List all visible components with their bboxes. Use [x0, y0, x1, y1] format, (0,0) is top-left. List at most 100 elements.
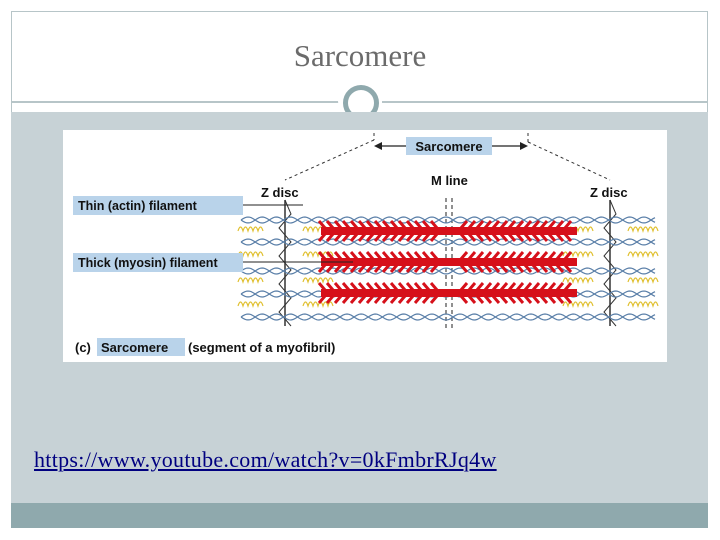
myosin-head — [515, 233, 525, 242]
myosin-head — [325, 251, 335, 260]
thin-filament-label-box — [73, 196, 243, 215]
myosin-core — [321, 227, 577, 235]
myosin-head — [475, 282, 485, 291]
myosin-head — [483, 264, 493, 273]
myosin-head — [563, 264, 573, 273]
myosin-head — [357, 233, 367, 242]
myosin-head — [373, 220, 383, 229]
myosin-head — [389, 264, 399, 273]
thick-filament-label: Thick (myosin) filament — [78, 256, 218, 270]
caption-text: (segment of a myofibril) — [188, 340, 335, 355]
myosin-head — [325, 264, 335, 273]
actin-filament — [240, 216, 656, 224]
myosin-head — [317, 220, 327, 229]
myosin-head — [317, 251, 327, 260]
myosin-head — [421, 295, 431, 304]
myosin-head — [333, 220, 343, 229]
myosin-head — [531, 220, 541, 229]
myosin-head — [317, 233, 327, 242]
titin-spring — [302, 301, 334, 309]
myosin-head — [523, 233, 533, 242]
myosin-head — [499, 282, 509, 291]
myosin-head — [563, 220, 573, 229]
myosin-head — [333, 251, 343, 260]
myosin-head — [381, 282, 391, 291]
myosin-head — [365, 233, 375, 242]
myosin-head — [429, 220, 439, 229]
myosin-head — [333, 295, 343, 304]
myosin-head — [507, 251, 517, 260]
myosin-core — [321, 258, 577, 266]
myosin-head — [413, 251, 423, 260]
myosin-head — [333, 264, 343, 273]
myosin-head — [389, 251, 399, 260]
titin-spring — [627, 277, 659, 285]
thick-filament-label-box — [73, 253, 243, 272]
myosin-head — [491, 295, 501, 304]
myosin-head — [421, 220, 431, 229]
myosin-head — [317, 295, 327, 304]
myosin-head — [373, 251, 383, 260]
myosin-head — [397, 251, 407, 260]
myosin-head — [555, 282, 565, 291]
myosin-head — [389, 220, 399, 229]
myosin-head — [397, 233, 407, 242]
myosin-head — [397, 220, 407, 229]
myosin-head — [325, 220, 335, 229]
myosin-head — [555, 220, 565, 229]
z-disc-right-label: Z disc — [590, 185, 628, 200]
myosin-head — [357, 251, 367, 260]
myosin-head — [373, 295, 383, 304]
myosin-head — [365, 295, 375, 304]
myosin-head — [405, 282, 415, 291]
myosin-head — [381, 220, 391, 229]
titin-spring — [627, 226, 659, 234]
myosin-head — [397, 295, 407, 304]
myosin-head — [459, 220, 469, 229]
myosin-head — [397, 264, 407, 273]
myosin-head — [413, 282, 423, 291]
caption-letter: (c) — [75, 340, 91, 355]
myosin-head — [349, 264, 359, 273]
myosin-head — [429, 264, 439, 273]
myosin-head — [483, 233, 493, 242]
myosin-head — [523, 251, 533, 260]
titin-spring — [237, 301, 264, 309]
myosin-head — [515, 295, 525, 304]
myosin-head — [491, 264, 501, 273]
myosin-head — [523, 264, 533, 273]
myosin-head — [381, 233, 391, 242]
myosin-head — [389, 282, 399, 291]
titin-spring — [562, 301, 594, 309]
myosin-head — [333, 282, 343, 291]
myosin-head — [317, 264, 327, 273]
myosin-head — [507, 295, 517, 304]
myosin-head — [429, 233, 439, 242]
myosin-head — [429, 282, 439, 291]
sarcomere-label-box — [406, 137, 492, 155]
titin-spring — [627, 301, 659, 309]
myosin-head — [459, 233, 469, 242]
myosin-head — [555, 233, 565, 242]
myosin-head — [357, 220, 367, 229]
myosin-head — [467, 264, 477, 273]
myosin-head — [365, 251, 375, 260]
myosin-head — [563, 251, 573, 260]
myosin-head — [429, 251, 439, 260]
slide-title: Sarcomere — [293, 38, 427, 73]
youtube-link[interactable]: https://www.youtube.com/watch?v=0kFmbrRJ… — [34, 447, 497, 472]
myosin-head — [459, 282, 469, 291]
myosin-head — [373, 282, 383, 291]
myosin-head — [459, 264, 469, 273]
myosin-head — [491, 220, 501, 229]
myosin-head — [405, 233, 415, 242]
myosin-head — [467, 233, 477, 242]
myosin-head — [325, 233, 335, 242]
myosin-head — [349, 282, 359, 291]
myosin-head — [475, 233, 485, 242]
myosin-head — [349, 251, 359, 260]
myosin-head — [507, 264, 517, 273]
title-divider-right — [382, 101, 708, 103]
myosin-head — [531, 295, 541, 304]
myosin-head — [475, 251, 485, 260]
